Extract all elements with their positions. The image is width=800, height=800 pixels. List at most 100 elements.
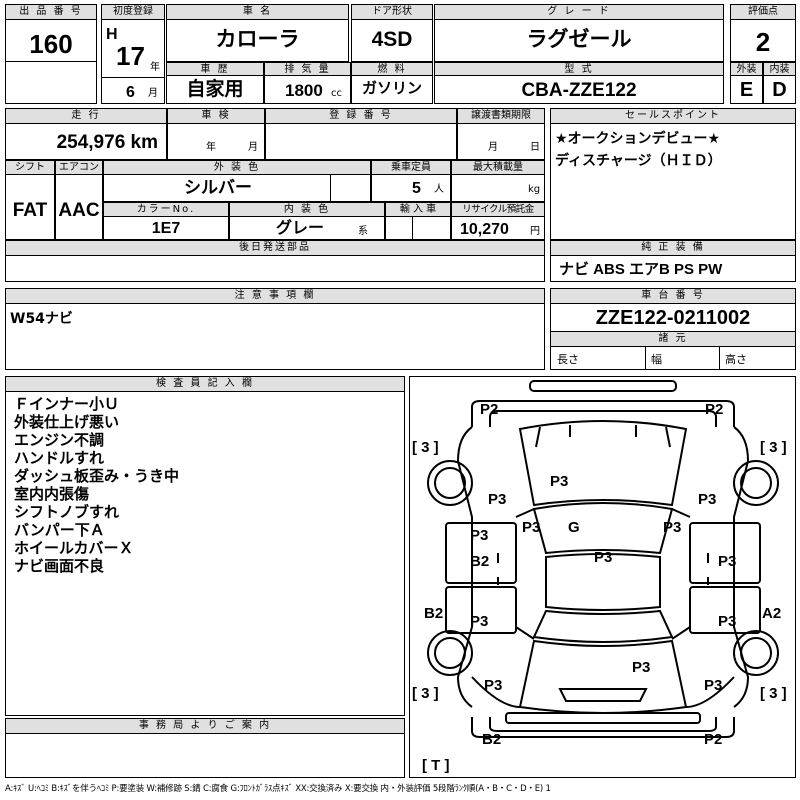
lot-number-header: 出 品 番 号	[6, 5, 96, 20]
sales-point-header: セールスポイント	[551, 109, 795, 124]
exterior-color-cell: 外 装 色 シルバー	[103, 160, 371, 202]
mark-roof: P3	[594, 549, 613, 566]
later-parts-header: 後日発送部品	[6, 241, 544, 256]
displacement-cell: 排 気 量 1800 cc	[264, 62, 351, 104]
mark-tire-rear-right: [ 3 ]	[760, 685, 787, 702]
fuel: ガソリン	[361, 80, 422, 97]
inspector-cell: 検 査 員 記 入 欄 Ｆインナー小Ｕ 外装仕上げ悪い エンジン不調 ハンドルす…	[5, 376, 405, 716]
spec-length: 長さ	[557, 353, 579, 366]
first-registration-header: 初度登録	[102, 5, 164, 20]
model-header: 型 式	[435, 63, 723, 76]
transfer-day-unit: 日	[530, 142, 540, 153]
mark-rear-left-b: B2	[424, 605, 444, 622]
inspection-header: 車 検	[168, 109, 264, 124]
mark-front-door-left: P3	[470, 527, 489, 544]
recycle-fee: 10,270	[460, 221, 509, 238]
inspector-remark: バンパー下Ａ	[14, 521, 105, 539]
overall-score: 2	[755, 27, 771, 57]
mark-front-right: P2	[705, 401, 724, 418]
displacement-header: 排 気 量	[265, 63, 350, 76]
history-header: 車 歴	[167, 63, 263, 76]
genuine-equipment-cell: 純 正 装 備 ナビ ABS エアB PS PW	[550, 240, 796, 282]
door-type: 4SD	[371, 28, 413, 51]
genuine-equipment: ナビ ABS エアB PS PW	[559, 261, 723, 278]
mark-rear-right: P2	[704, 731, 723, 748]
exterior-score-header: 外装	[731, 63, 762, 76]
mark-tire-front-left: [ 3 ]	[412, 439, 439, 456]
color-no-header: カラーNo.	[104, 203, 228, 217]
capacity-header: 乗車定員	[372, 161, 450, 175]
history-cell: 車 歴 自家用	[166, 62, 264, 104]
interior-color: グレー	[275, 220, 324, 237]
exterior-color: シルバー	[184, 178, 252, 197]
chassis-number: ZZE122-0211002	[595, 307, 751, 329]
inspector-remark: ナビ画面不良	[14, 557, 105, 575]
capacity-cell: 乗車定員 5 人	[371, 160, 451, 202]
mark-glass: G	[568, 519, 580, 536]
legend-text: A:ｷｽﾞ U:ﾍｺﾐ B:ｷｽﾞを伴うﾍｺﾐ P:要塗装 W:補修跡 S:錆 …	[5, 784, 551, 794]
registration-number-header: 登 録 番 号	[266, 109, 456, 124]
recycle-cell: リサイクル預託金 10,270 円	[451, 202, 545, 240]
sales-point-cell: セールスポイント ★オークションデビュー★ ディスチャージ（ＨＩＤ）	[550, 108, 796, 240]
first-registration-cell: 初度登録 H 17 年 6 月	[101, 4, 165, 104]
registration-month: 6	[126, 84, 135, 101]
inspector-remark: ダッシュ板歪み・うき中	[14, 467, 180, 485]
transfer-month-unit: 月	[488, 142, 498, 153]
inspector-remark: ホイールカバーＸ	[14, 539, 134, 557]
mark-spare-tire: [ T ]	[422, 757, 450, 774]
shift-cell: シフト FAT	[5, 160, 55, 240]
door-header: ドア形状	[352, 5, 432, 20]
fuel-cell: 燃 料 ガソリン	[351, 62, 433, 104]
import-cell: 輸 入 車	[385, 202, 451, 240]
mark-quarter-left: P3	[484, 677, 503, 694]
inspector-header: 検 査 員 記 入 欄	[6, 377, 404, 392]
mark-front-left: P2	[480, 401, 499, 418]
mark-front-door-left-b: B2	[470, 553, 490, 570]
lot-number-cell: 出 品 番 号 160	[5, 4, 97, 104]
inspection-cell: 車 検 年 月	[167, 108, 265, 160]
model-code: CBA-ZZE122	[521, 80, 637, 101]
score-cell: 評価点 2	[730, 4, 796, 62]
inspector-remark: シフトノブすれ	[14, 503, 120, 521]
recycle-header: リサイクル預託金	[452, 203, 544, 217]
exterior-score-cell: 外装 E	[730, 62, 763, 104]
load-cell: 最大積載量 kg	[451, 160, 545, 202]
later-parts-cell: 後日発送部品	[5, 240, 545, 282]
car-outline-diagram	[427, 380, 779, 738]
mileage: 254,976 km	[56, 132, 158, 153]
grade: ラグゼール	[526, 28, 632, 51]
genuine-equipment-header: 純 正 装 備	[551, 241, 795, 256]
car-history: 自家用	[186, 79, 244, 100]
transfer-deadline-cell: 譲渡書類期限 月 日	[457, 108, 545, 160]
mark-tire-front-right: [ 3 ]	[760, 439, 787, 456]
office-header: 事 務 局 よ り ご 案 内	[6, 719, 404, 734]
displacement-unit: cc	[331, 88, 342, 99]
registration-month-unit: 月	[148, 88, 158, 99]
chassis-header: 車 台 番 号	[551, 289, 795, 304]
spec-height: 高さ	[725, 353, 747, 366]
mileage-cell: 走 行 254,976 km	[5, 108, 167, 160]
grade-header: グ レ ー ド	[435, 5, 723, 20]
mark-rear-door-left: P3	[470, 613, 489, 630]
interior-score-header: 内装	[764, 63, 795, 76]
load-header: 最大積載量	[452, 161, 544, 175]
mark-trunk: P3	[632, 659, 651, 676]
lot-number: 160	[29, 29, 73, 59]
car-name-header: 車 名	[167, 5, 348, 20]
mark-rear-door-right-a: A2	[762, 605, 782, 622]
color-no-cell: カラーNo. 1E7	[103, 202, 229, 240]
notes-text: W54ナビ	[10, 311, 73, 327]
score-header: 評価点	[731, 5, 795, 20]
registration-number-cell: 登 録 番 号	[265, 108, 457, 160]
spec-width: 幅	[651, 353, 662, 366]
import-header: 輸 入 車	[386, 203, 450, 217]
capacity: 5	[412, 180, 421, 197]
office-cell: 事 務 局 よ り ご 案 内	[5, 718, 405, 778]
mark-rear-door-right: P3	[718, 613, 737, 630]
mileage-header: 走 行	[6, 109, 166, 124]
mark-tire-rear-left: [ 3 ]	[412, 685, 439, 702]
mark-a-pillar-left: P3	[522, 519, 541, 536]
transfer-deadline-header: 譲渡書類期限	[458, 109, 544, 124]
registration-era: H	[106, 26, 118, 43]
exterior-color-header: 外 装 色	[104, 161, 370, 175]
